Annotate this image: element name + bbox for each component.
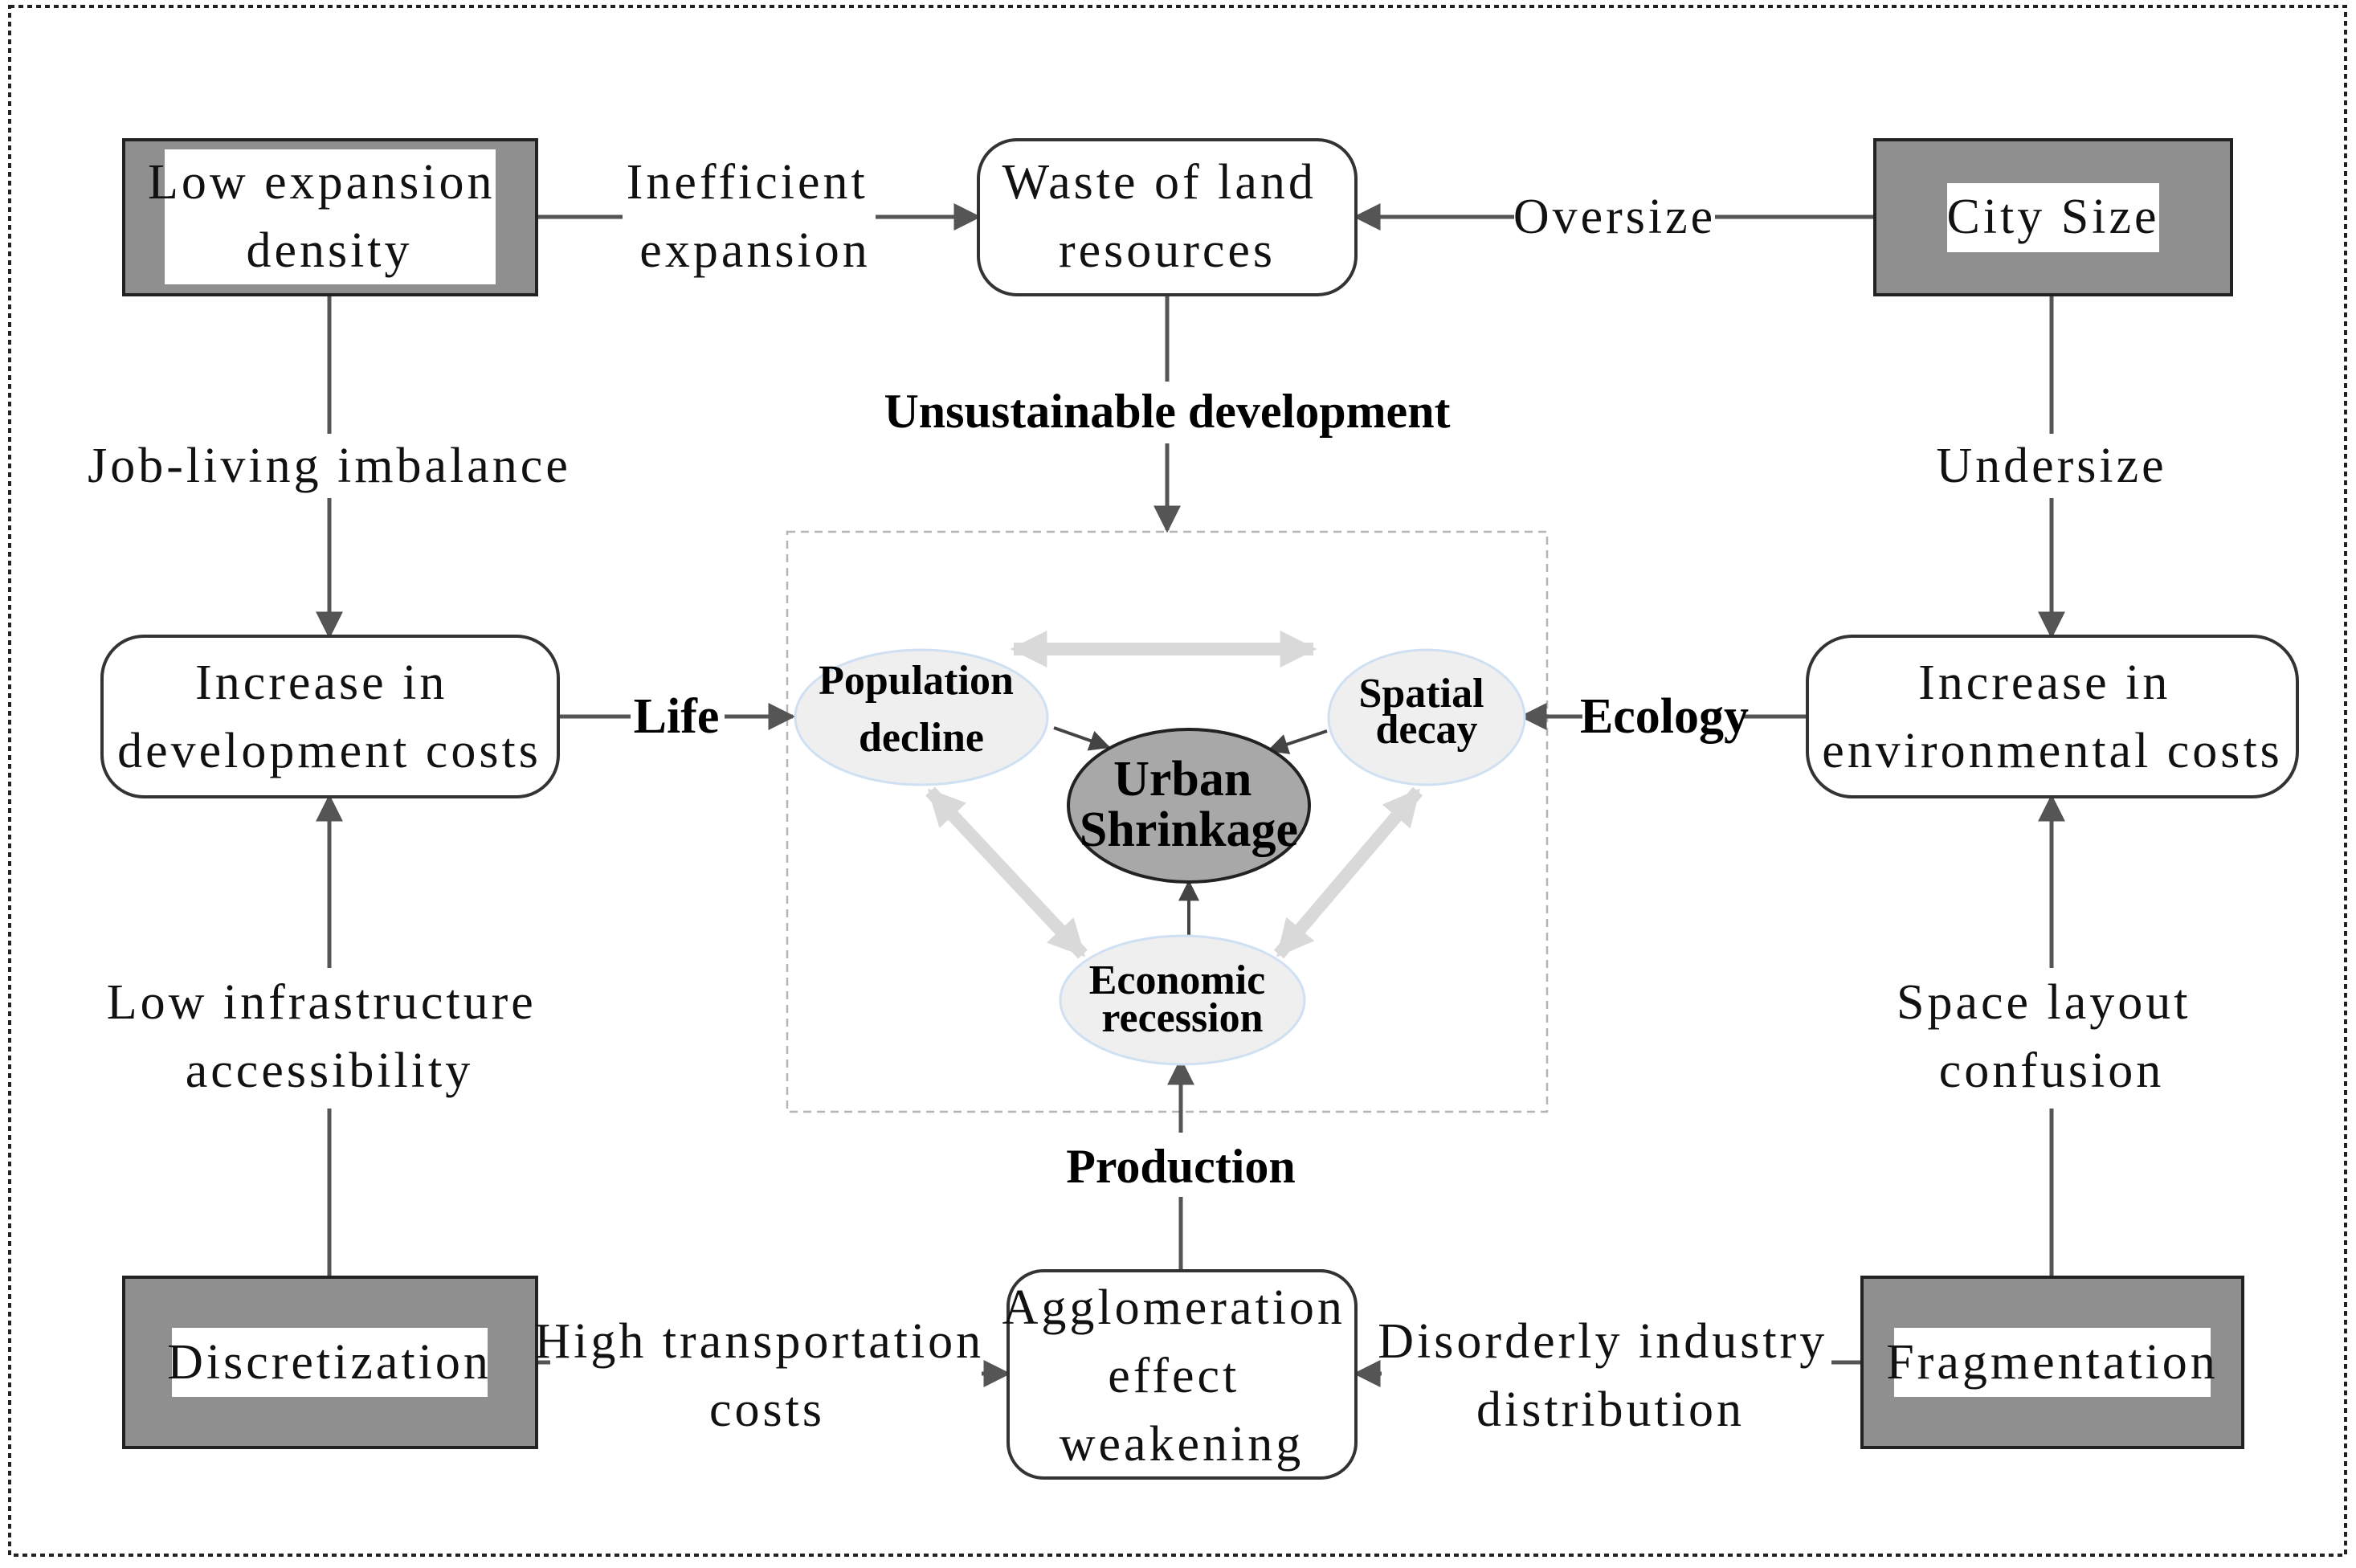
node-label: Fragmentation (1886, 1335, 2219, 1390)
edge-label-production: Production (1066, 1140, 1296, 1193)
node-label: Increase in (195, 655, 447, 710)
node-label: decline (859, 715, 984, 761)
node-label: Agglomeration (1002, 1280, 1345, 1335)
edge-label-oversize: Oversize (1513, 190, 1716, 244)
node-label: environmental costs (1822, 724, 2283, 778)
svg-text:Increase in environmenta: Increase in environmental costs (1822, 655, 2283, 778)
node-waste-of-land: Waste of land resources (977, 138, 1358, 296)
svg-text:Economic recession: Economic recession (1089, 958, 1276, 1041)
node-agglomeration: Agglomeration effect weakening (1002, 1269, 1362, 1480)
node-label: Discretization (167, 1335, 492, 1390)
node-increase-dev-costs: Increase in development costs (100, 635, 560, 798)
inner-frame (786, 530, 1549, 1113)
svg-text:Population decline: Population decline (819, 658, 1024, 761)
node-label: Shrinkage (1080, 802, 1298, 857)
edge-label-inefficient-expansion: Inefficient expansion (627, 155, 884, 278)
node-discretization: Discretization (122, 1276, 538, 1449)
node-label: Population (819, 658, 1014, 704)
svg-text:Low expansion density: Low expansion density (148, 155, 511, 278)
edge-label-unsustainable-development: Unsustainable development (884, 385, 1450, 438)
node-label: City Size (1946, 190, 2159, 244)
edge-label-disorderly-industry: Disorderly industry distribution (1378, 1314, 1843, 1437)
edge-label-low-infrastructure: Low infrastructure accessibility (107, 975, 553, 1098)
interaction-arrows (925, 631, 1423, 959)
node-label: Waste of land (1002, 155, 1317, 210)
edge-label-high-transport: High transportation costs (534, 1314, 999, 1437)
node-label: weakening (1060, 1417, 1305, 1472)
node-city-size: City Size (1873, 138, 2233, 296)
edge-label-life: Life (634, 689, 720, 744)
node-urban-shrinkage: Urban Shrinkage (1067, 728, 1311, 884)
node-label: Low expansion (148, 155, 496, 210)
node-label: effect (1108, 1349, 1239, 1403)
node-label: resources (1059, 223, 1276, 278)
svg-text:Waste of land resources: Waste of land resources (1002, 155, 1333, 278)
node-low-expansion-density: Low expansion density (122, 138, 538, 296)
edge-label-ecology: Ecology (1580, 689, 1749, 744)
node-label: Urban (1113, 752, 1251, 806)
edge-label-undersize: Undersize (1936, 439, 2166, 493)
svg-text:Agglomeration effect: Agglomeration effect weakening (1002, 1280, 1362, 1472)
node-label: development costs (117, 724, 541, 778)
node-label: Spatial (1358, 671, 1484, 717)
node-label: Increase in (1918, 655, 2170, 710)
edge-label-space-layout: Space layout confusion (1897, 975, 2207, 1098)
node-economic-recession: Economic recession (1059, 934, 1306, 1066)
shrinkage-arrows (1053, 726, 1328, 938)
svg-text:Increase in development: Increase in development costs (117, 655, 541, 778)
node-label: recession (1101, 995, 1263, 1041)
node-increase-env-costs: Increase in environmental costs (1806, 635, 2299, 798)
connectors (316, 203, 2065, 1387)
node-spatial-decay: Spatial decay (1327, 648, 1526, 786)
node-label: decay (1375, 707, 1477, 753)
node-label: Economic (1089, 958, 1266, 1003)
node-population-decline: Population decline (794, 648, 1049, 786)
node-label: density (246, 223, 412, 278)
edge-label-job-living-imbalance: Job-living imbalance (88, 439, 571, 493)
svg-text:Spatial decay: Spatial decay (1358, 671, 1494, 753)
svg-text:Urban Shrinkage: Urban Shrinkage (1080, 752, 1298, 857)
node-fragmentation: Fragmentation (1860, 1276, 2244, 1449)
outer-frame (8, 5, 2347, 1557)
